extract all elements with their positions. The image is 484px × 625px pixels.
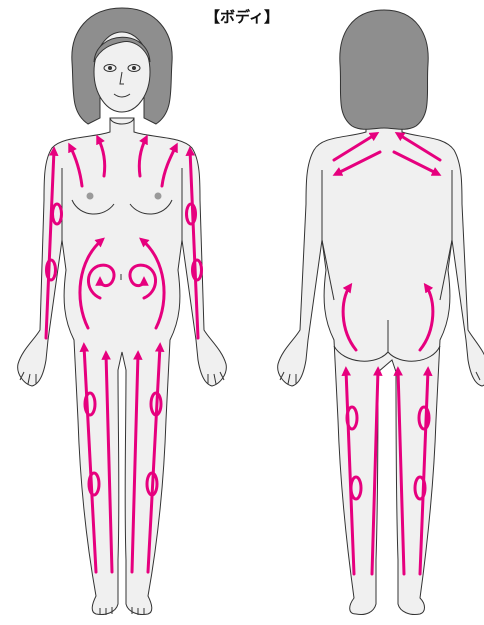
front-nipple-right: [155, 193, 162, 200]
back-hair: [340, 10, 428, 129]
front-pupil-right: [132, 66, 136, 70]
front-figure: [18, 8, 227, 615]
front-pupil-left: [108, 66, 112, 70]
front-body: [18, 118, 227, 615]
front-nipple-left: [87, 193, 94, 200]
back-body: [278, 120, 484, 615]
back-figure: [278, 10, 484, 615]
